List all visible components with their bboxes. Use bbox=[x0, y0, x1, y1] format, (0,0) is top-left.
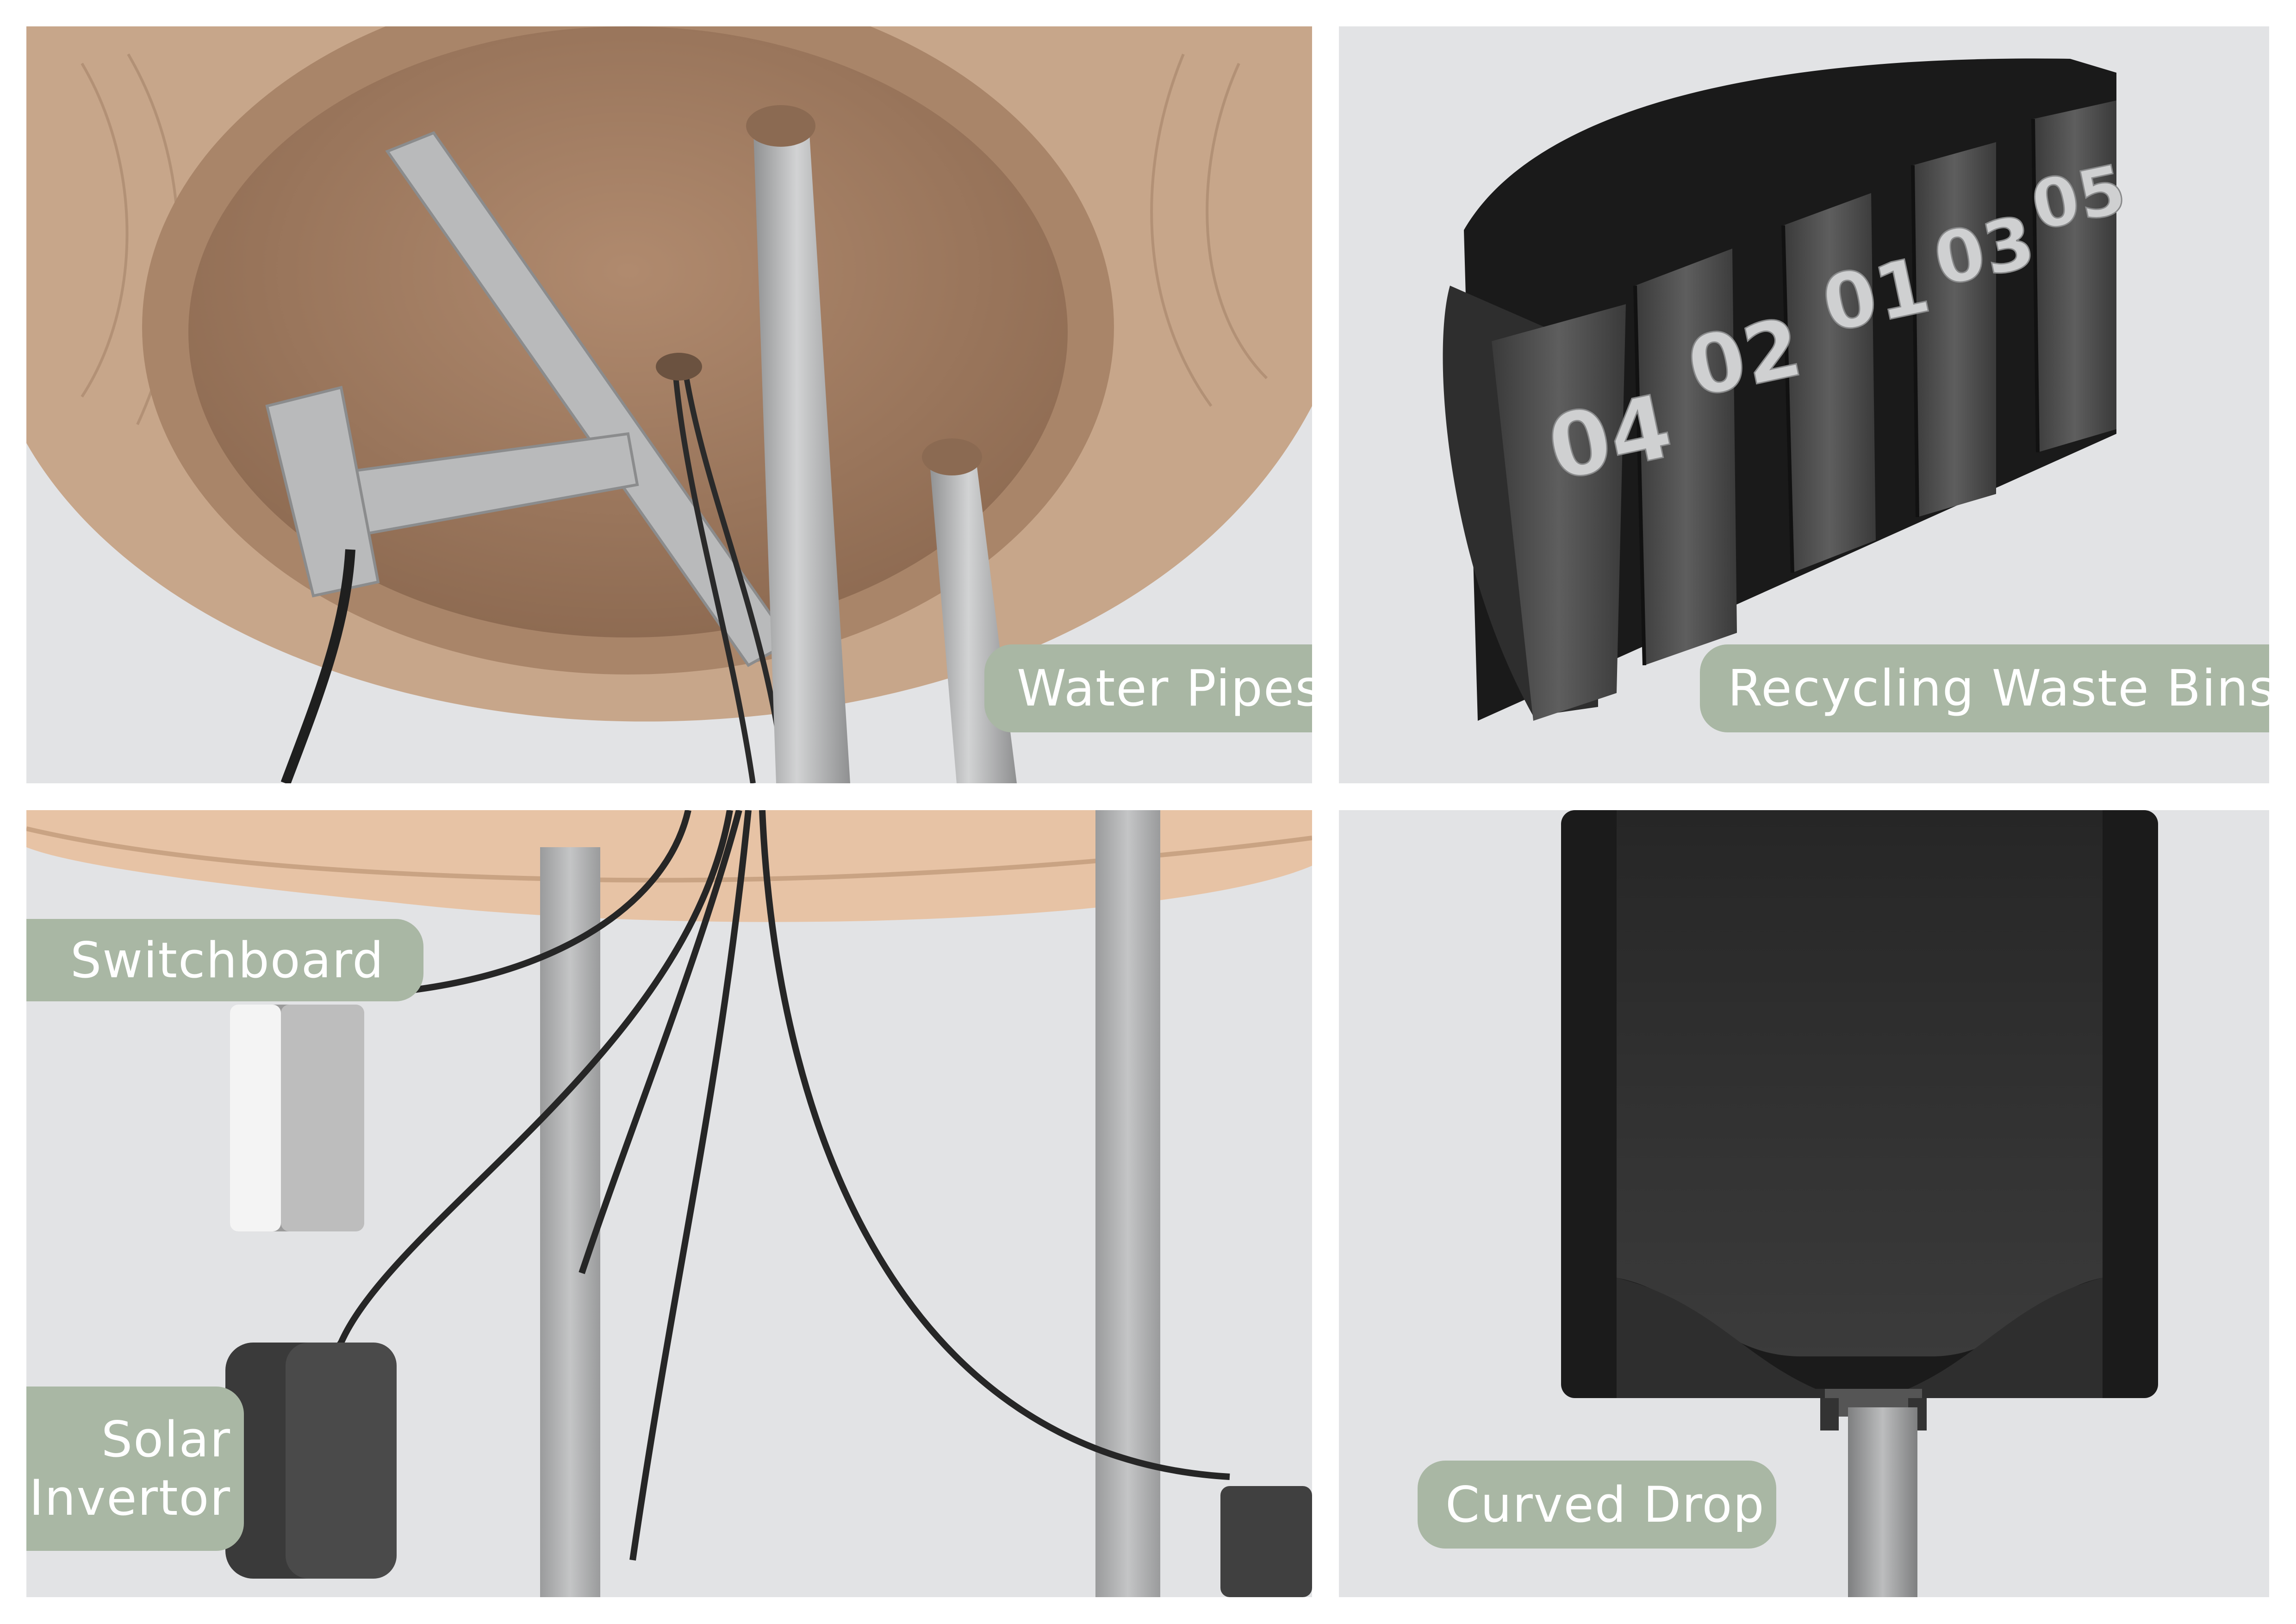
bin-number-01: 01 bbox=[1815, 241, 1937, 350]
bin-number-02: 02 bbox=[1680, 300, 1810, 416]
panel-curved-drop: Curved Drop bbox=[1339, 810, 2269, 1597]
label-switchboard: Switchboard bbox=[26, 919, 423, 1001]
panel-waste-bins: 04 02 01 03 05 Recycling Waste Bins bbox=[1339, 26, 2269, 783]
switchboard-render bbox=[26, 810, 1312, 1597]
panel-water-pipes: Water Pipes bbox=[26, 26, 1312, 783]
label-curved-drop: Curved Drop bbox=[1418, 1461, 1776, 1549]
cable-left bbox=[280, 549, 355, 783]
drop-stem bbox=[1848, 1407, 1917, 1597]
bin-01 bbox=[1783, 193, 1876, 573]
curved-drop-render bbox=[1561, 810, 2158, 1597]
bin-03 bbox=[1913, 142, 1996, 517]
switchboard-box bbox=[230, 1005, 364, 1231]
waste-bins-render: 04 02 01 03 05 bbox=[1443, 58, 2133, 721]
label-water-pipes: Water Pipes bbox=[984, 644, 1312, 732]
water-pipes-render bbox=[26, 26, 1312, 783]
panel-switchboard: Switchboard Solar Invertor bbox=[26, 810, 1312, 1597]
bin-number-05: 05 bbox=[2025, 150, 2133, 246]
junction-box bbox=[1220, 1486, 1312, 1597]
bin-02 bbox=[1635, 249, 1737, 665]
solar-invertor-box bbox=[225, 1343, 397, 1579]
label-recycling-waste-bins: Recycling Waste Bins bbox=[1700, 644, 2269, 732]
bin-05 bbox=[2033, 100, 2116, 452]
label-solar-invertor: Solar Invertor bbox=[26, 1387, 244, 1551]
pole-right bbox=[1095, 810, 1160, 1597]
curved-funnel bbox=[1617, 1278, 2103, 1398]
canopy-edge bbox=[26, 810, 1312, 922]
main-pole bbox=[753, 119, 850, 783]
t-pipe bbox=[265, 131, 792, 667]
pole-left bbox=[540, 847, 600, 1597]
